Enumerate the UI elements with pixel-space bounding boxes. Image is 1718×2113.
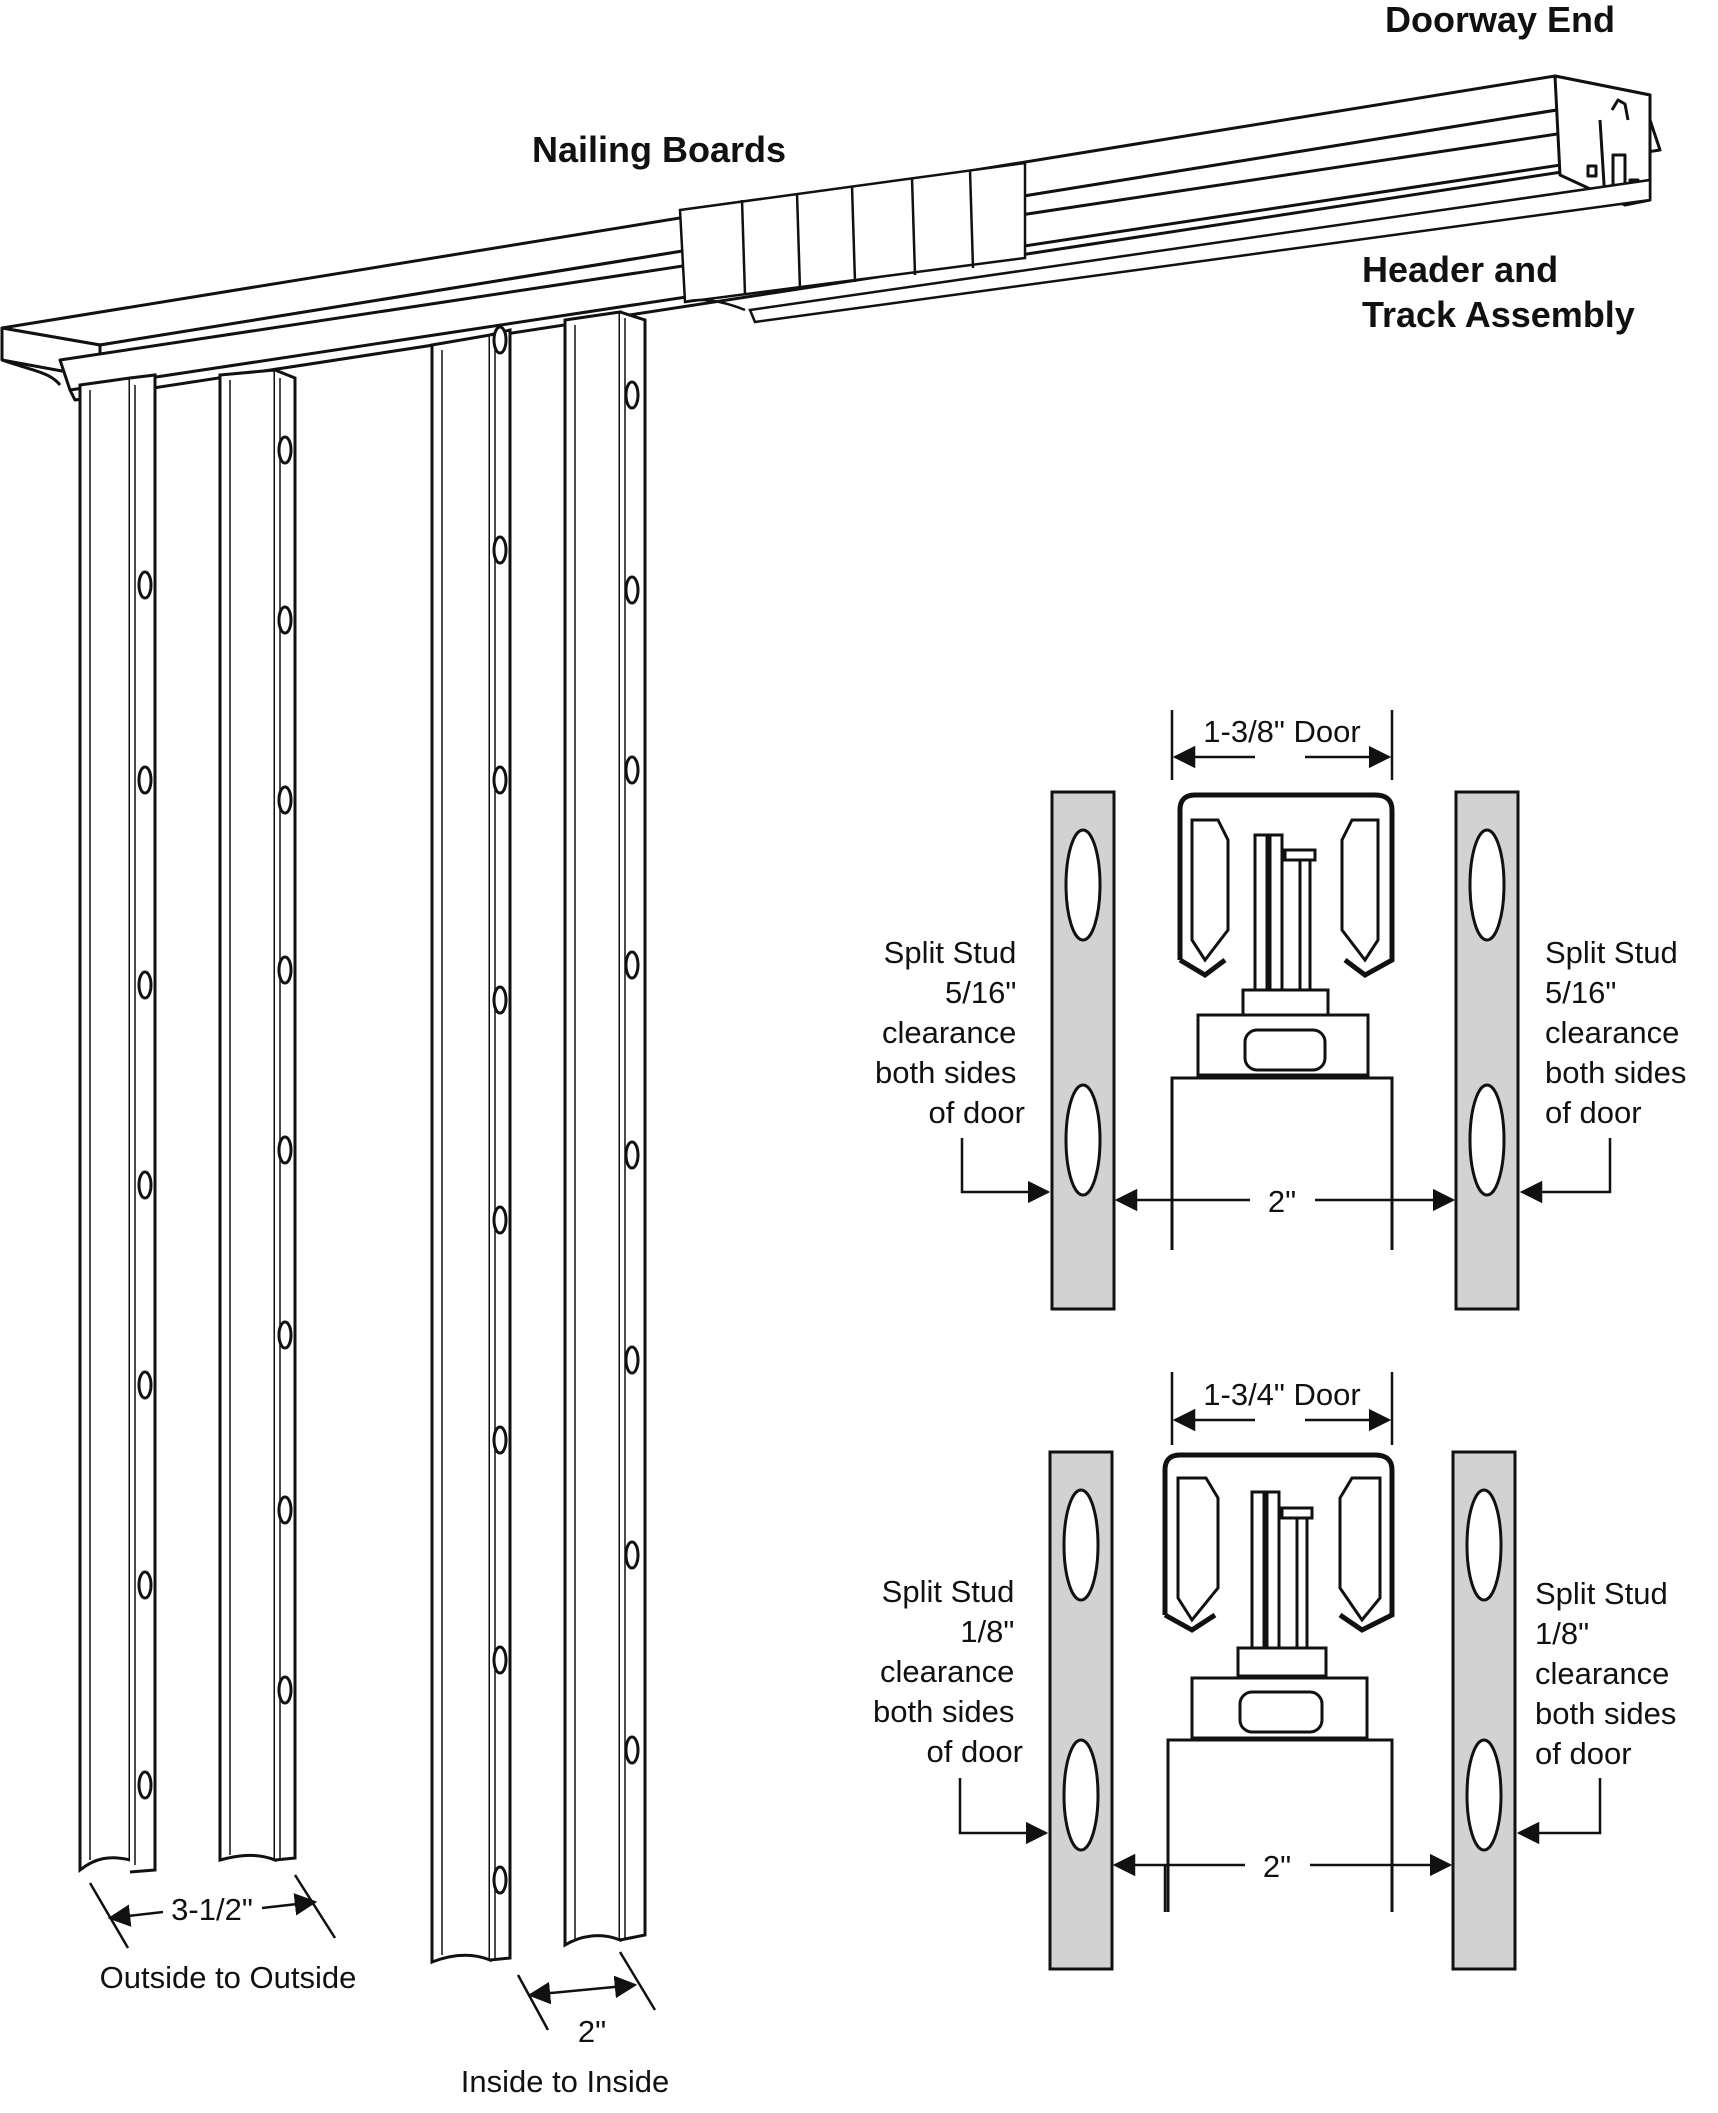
detail-1-3-8-door: 1-3/8" Door 2" xyxy=(875,710,1695,1311)
door-width-label-1: 1-3/8" Door xyxy=(1203,714,1360,749)
header-label-line1: Header and xyxy=(1362,249,1558,290)
left-clearance-note-2: Split Stud 1/8" clearance both sides of … xyxy=(873,1574,1023,1769)
stud-left-2 xyxy=(1048,1450,1114,1971)
doorway-end-label: Doorway End xyxy=(1385,0,1615,40)
right-clearance-note-1: Split Stud 5/16" clearance both sides of… xyxy=(1545,935,1695,1130)
dim-inside-value: 2" xyxy=(578,2014,606,2049)
split-stud-right-1 xyxy=(430,325,512,1965)
split-stud-left-2 xyxy=(218,368,297,1863)
header-label-line2: Track Assembly xyxy=(1362,294,1635,335)
split-stud-left-1 xyxy=(78,373,157,1874)
split-stud-right-2 xyxy=(563,310,647,1948)
outside-caption: Outside to Outside xyxy=(100,1960,357,1995)
gap-label-2: 2" xyxy=(1263,1849,1291,1884)
inside-caption: Inside to Inside xyxy=(461,2064,670,2099)
door-width-label-2: 1-3/4" Door xyxy=(1203,1377,1360,1412)
track-hanger-2 xyxy=(1162,1452,1395,1912)
dim-outside-value: 3-1/2" xyxy=(171,1892,253,1927)
track-hanger-1 xyxy=(1170,792,1395,1308)
dimension-outside: 3-1/2" Outside to Outside xyxy=(88,1874,357,1995)
left-clearance-note-1: Split Stud 5/16" clearance both sides of… xyxy=(875,935,1025,1130)
dimension-inside: 2" Inside to Inside xyxy=(461,1951,670,2099)
gap-label-1: 2" xyxy=(1268,1184,1296,1219)
nailing-boards-label: Nailing Boards xyxy=(532,129,786,170)
right-clearance-note-2: Split Stud 1/8" clearance both sides of … xyxy=(1535,1576,1685,1771)
detail-1-3-4-door: 1-3/4" Door 2" Split Stud 1/8" xyxy=(873,1372,1685,1971)
nailing-boards xyxy=(678,161,1652,324)
